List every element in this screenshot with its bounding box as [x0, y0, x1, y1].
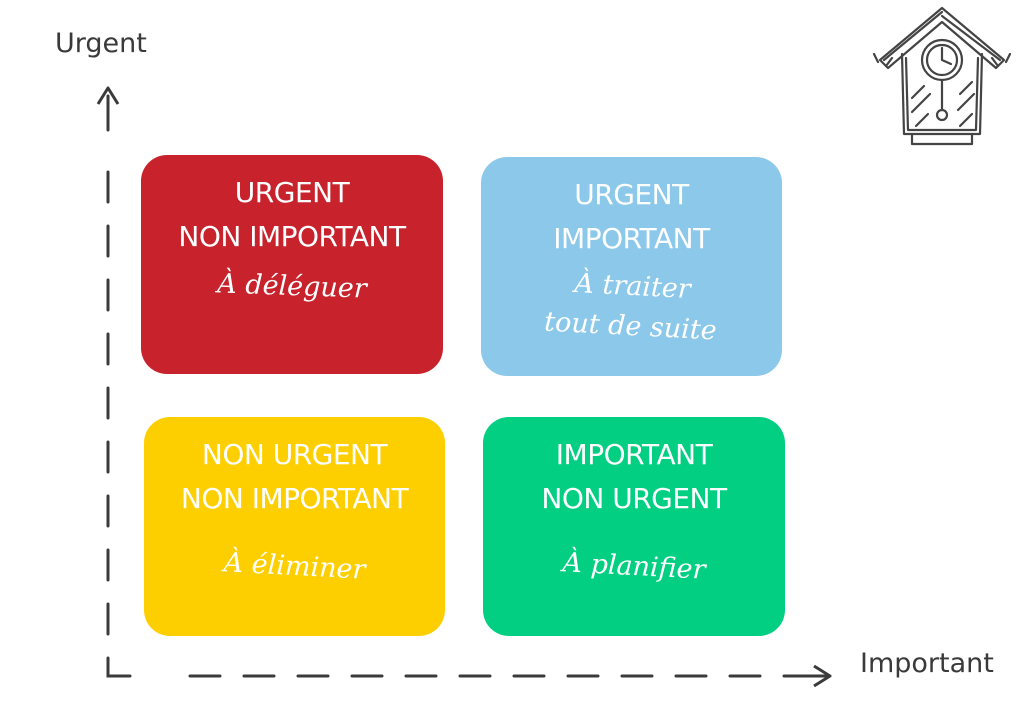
quadrant-title: URGENT NON IMPORTANT: [141, 155, 443, 259]
quadrant-title: URGENT IMPORTANT: [481, 157, 782, 261]
quadrant-action: À déléguer: [140, 262, 443, 313]
quadrant-title-line: NON URGENT: [201, 438, 388, 471]
y-axis-label: Urgent: [55, 28, 147, 59]
axes-corner: [106, 656, 132, 678]
cuckoo-clock-icon: [872, 6, 1012, 146]
quadrant-action-line: À planifier: [561, 547, 707, 586]
x-axis-label: Important: [860, 648, 994, 679]
quadrant-urgent-important: URGENT IMPORTANT À traiter tout de suite: [481, 157, 782, 376]
quadrant-action-line: À éliminer: [222, 547, 367, 586]
quadrant-action: À éliminer: [143, 539, 446, 595]
quadrant-urgent-not-important: URGENT NON IMPORTANT À déléguer: [141, 155, 443, 374]
quadrant-title: NON URGENT NON IMPORTANT: [144, 417, 445, 521]
quadrant-action: À traiter tout de suite: [479, 259, 784, 355]
x-axis-arrow-head: [813, 664, 832, 688]
quadrant-title-line: NON IMPORTANT: [180, 482, 409, 515]
quadrant-title: IMPORTANT NON URGENT: [483, 417, 785, 521]
quadrant-action-line: À déléguer: [216, 268, 368, 305]
quadrant-action: À planifier: [482, 539, 786, 595]
quadrant-title-line: URGENT: [574, 178, 689, 211]
quadrant-title-line: NON URGENT: [541, 482, 727, 515]
quadrant-title-line: URGENT: [234, 176, 350, 209]
y-axis-arrow-head: [96, 86, 120, 105]
quadrant-title-line: NON IMPORTANT: [178, 220, 406, 253]
quadrant-not-urgent-not-important: NON URGENT NON IMPORTANT À éliminer: [144, 417, 445, 636]
quadrant-title-line: IMPORTANT: [553, 222, 710, 255]
quadrant-title-line: IMPORTANT: [555, 438, 713, 471]
quadrant-important-not-urgent: IMPORTANT NON URGENT À planifier: [483, 417, 785, 636]
